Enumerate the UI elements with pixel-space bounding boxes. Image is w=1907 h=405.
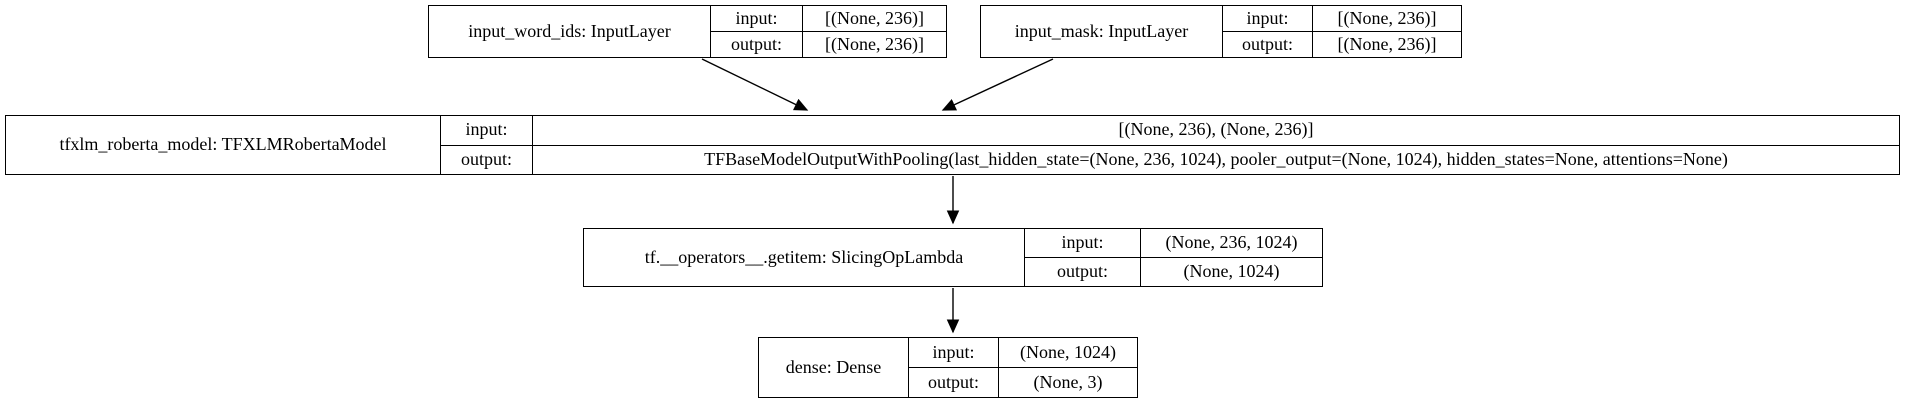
node-input-mask-title: input_mask: InputLayer bbox=[981, 6, 1223, 57]
edge-input-mask-to-roberta-arrow bbox=[941, 58, 1054, 111]
node-slicing-op-lambda: tf.__operators__.getitem: SlicingOpLambd… bbox=[583, 228, 1323, 287]
input-shape: [(None, 236)] bbox=[1337, 7, 1437, 28]
input-shape: (None, 236, 1024) bbox=[1165, 232, 1298, 253]
input-label: input: bbox=[1223, 6, 1313, 31]
node-dense-io-table: input: (None, 1024) output: (None, 3) bbox=[909, 338, 1137, 397]
input-label: input: bbox=[711, 6, 803, 31]
input-shape: (None, 1024) bbox=[1020, 341, 1116, 362]
io-row-input: input: [(None, 236), (None, 236)] bbox=[441, 116, 1899, 145]
input-label: input: bbox=[909, 338, 999, 367]
io-row-output: output: (None, 3) bbox=[909, 367, 1137, 397]
node-tfxlm-roberta-model: tfxlm_roberta_model: TFXLMRobertaModel i… bbox=[5, 115, 1900, 175]
output-label: output: bbox=[1025, 258, 1141, 286]
io-row-output: output: [(None, 236)] bbox=[1223, 31, 1461, 57]
input-label: input: bbox=[1025, 229, 1141, 257]
node-slicing-op-lambda-io-table: input: (None, 236, 1024) output: (None, … bbox=[1025, 229, 1322, 286]
output-label: output: bbox=[1223, 32, 1313, 57]
io-row-output: output: [(None, 236)] bbox=[711, 31, 946, 57]
io-row-input: input: [(None, 236)] bbox=[1223, 6, 1461, 31]
output-label: output: bbox=[441, 145, 533, 174]
input-shape: [(None, 236), (None, 236)] bbox=[1118, 119, 1314, 140]
output-shape: [(None, 236)] bbox=[825, 33, 924, 54]
input-shape: [(None, 236)] bbox=[825, 7, 924, 28]
node-tfxlm-roberta-model-io-table: input: [(None, 236), (None, 236)] output… bbox=[441, 116, 1899, 174]
node-input-word-ids: input_word_ids: InputLayer input: [(None… bbox=[428, 5, 947, 58]
node-dense: dense: Dense input: (None, 1024) output:… bbox=[758, 337, 1138, 398]
node-input-word-ids-io-table: input: [(None, 236)] output: [(None, 236… bbox=[711, 6, 946, 57]
input-label: input: bbox=[441, 116, 533, 145]
node-dense-title: dense: Dense bbox=[759, 338, 909, 397]
output-label: output: bbox=[909, 368, 999, 397]
node-slicing-op-lambda-title: tf.__operators__.getitem: SlicingOpLambd… bbox=[584, 229, 1025, 286]
output-shape: TFBaseModelOutputWithPooling(last_hidden… bbox=[704, 148, 1728, 169]
node-input-mask-io-table: input: [(None, 236)] output: [(None, 236… bbox=[1223, 6, 1461, 57]
io-row-input: input: [(None, 236)] bbox=[711, 6, 946, 31]
node-input-mask: input_mask: InputLayer input: [(None, 23… bbox=[980, 5, 1462, 58]
output-shape: [(None, 236)] bbox=[1337, 33, 1437, 54]
node-tfxlm-roberta-model-title: tfxlm_roberta_model: TFXLMRobertaModel bbox=[6, 116, 441, 174]
io-row-input: input: (None, 1024) bbox=[909, 338, 1137, 367]
output-shape: (None, 3) bbox=[1033, 371, 1103, 392]
output-shape: (None, 1024) bbox=[1183, 261, 1280, 282]
edge-input-word-ids-to-roberta-arrow bbox=[701, 58, 809, 111]
io-row-output: output: TFBaseModelOutputWithPooling(las… bbox=[441, 144, 1899, 174]
io-row-output: output: (None, 1024) bbox=[1025, 257, 1322, 286]
output-label: output: bbox=[711, 32, 803, 57]
io-row-input: input: (None, 236, 1024) bbox=[1025, 229, 1322, 257]
node-input-word-ids-title: input_word_ids: InputLayer bbox=[429, 6, 711, 57]
